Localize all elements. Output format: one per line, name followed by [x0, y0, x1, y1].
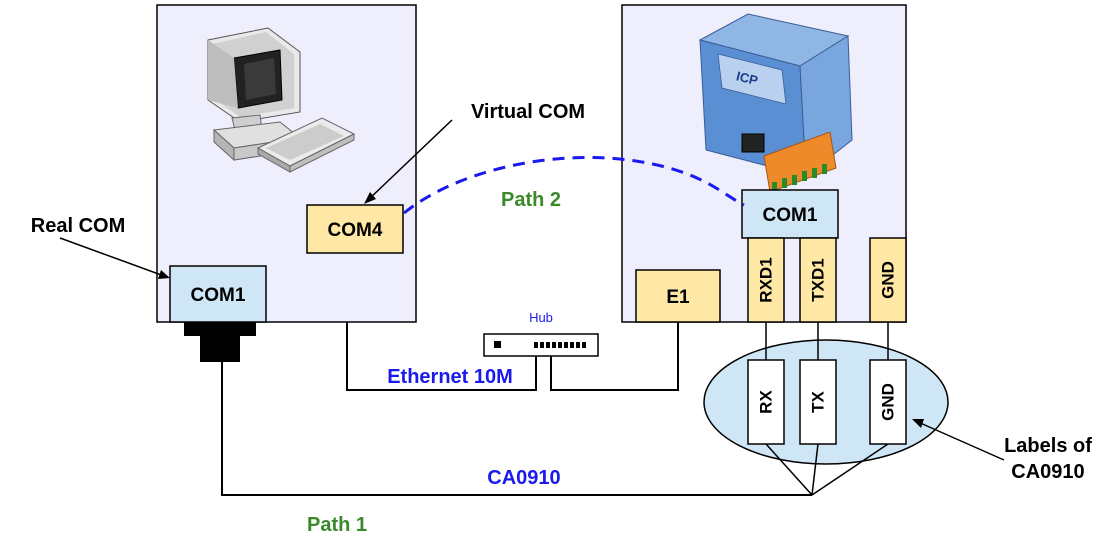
ethernet-label: Ethernet 10M: [387, 366, 513, 388]
cable-label-tx: [799, 359, 837, 445]
hub-icon: [483, 333, 599, 357]
real-com-callout: Real COM: [31, 215, 125, 237]
pin-gnd: [869, 237, 907, 323]
device-com1-label: COM1: [763, 205, 818, 226]
labels-of-callout-line2: CA0910: [1011, 461, 1084, 483]
ethernet-e1-label: E1: [666, 287, 690, 308]
ethernet-cable-pc: [346, 322, 537, 391]
virtual-com-arrow: [367, 119, 453, 201]
path2-label: Path 2: [501, 189, 561, 211]
computer-icon: [207, 27, 356, 173]
virtual-com-callout: Virtual COM: [471, 101, 585, 123]
real-com1-label: COM1: [191, 285, 246, 306]
path2-dashed-link: [403, 156, 745, 215]
pin-txd1-label: TXD1: [809, 258, 828, 301]
cable-label-rx-text: RX: [757, 390, 776, 414]
cable-label-tx-text: TX: [809, 390, 828, 412]
virtual-com4-label: COM4: [328, 220, 383, 241]
cable-label-gnd-text: GND: [879, 383, 898, 421]
real-com-arrow: [59, 237, 165, 277]
pin-gnd-label: GND: [879, 261, 898, 299]
device-com1-port: [741, 189, 839, 239]
ca0910-cable-label: CA0910: [487, 467, 560, 489]
device-module-icon: ICP: [698, 13, 853, 193]
serial-cable-path1: [221, 362, 812, 496]
serial-connector-icon: [184, 322, 256, 362]
virtual-com4-port: [306, 204, 404, 254]
hub-label: Hub: [529, 310, 553, 325]
labels-of-ca0910-arrow: [917, 421, 1005, 461]
pin-rxd1-label: RXD1: [757, 257, 776, 302]
pin-txd1: [799, 237, 837, 323]
svg-text:ICP: ICP: [735, 68, 760, 88]
cable-label-rx: [747, 359, 785, 445]
path1-label: Path 1: [307, 514, 367, 536]
labels-of-callout-line1: Labels of: [1004, 435, 1092, 457]
real-com1-port: [169, 265, 267, 323]
ethernet-cable-device: [550, 322, 679, 391]
